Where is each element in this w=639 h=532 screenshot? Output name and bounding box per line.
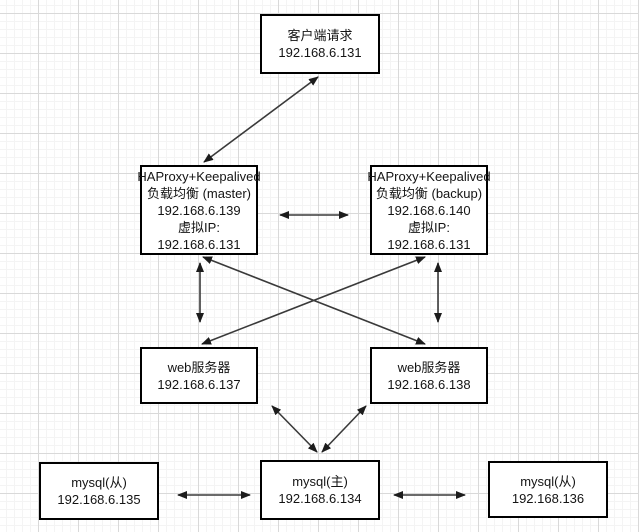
node-ip: 192.168.6.137 (157, 376, 241, 392)
node-mysql-slave-2: mysql(从) 192.168.136 (488, 461, 608, 518)
node-title: mysql(从) (71, 475, 127, 490)
node-ip: 192.168.136 (511, 490, 585, 506)
node-haproxy-backup: HAProxy+Keepalived 负载均衡 (backup) 192.168… (367, 165, 491, 255)
node-ip: 192.168.6.138 (387, 376, 471, 392)
node-mysql-slave-1: mysql(从) 192.168.6.135 (39, 462, 159, 520)
node-haproxy-master: HAProxy+Keepalived 负载均衡 (master) 192.168… (137, 165, 261, 255)
node-vip-label: 虚拟IP: (178, 219, 220, 235)
node-title: web服务器 (167, 359, 231, 375)
node-vip: 192.168.6.131 (157, 236, 241, 252)
node-ip: 192.168.6.135 (57, 492, 141, 507)
node-web-server-2: web服务器 192.168.6.138 (370, 347, 488, 404)
node-role: 负载均衡 (backup) (375, 185, 483, 201)
node-ip: 192.168.6.140 (387, 202, 471, 218)
node-ip: 192.168.6.131 (278, 45, 362, 60)
edge-web1-mysql-master (271, 405, 318, 453)
node-title: 客户端请求 (287, 28, 353, 43)
node-role: 负载均衡 (master) (146, 185, 251, 201)
node-title: mysql(从) (520, 473, 576, 489)
node-ip: 192.168.6.134 (278, 491, 362, 506)
edge-client-lb-master (203, 76, 319, 163)
edge-web2-mysql-master (321, 405, 367, 453)
node-title: mysql(主) (292, 474, 348, 489)
edge-lb-backup-web1 (201, 256, 426, 345)
node-mysql-master: mysql(主) 192.168.6.134 (260, 460, 380, 520)
node-ip: 192.168.6.139 (157, 202, 241, 218)
node-title: web服务器 (397, 359, 461, 375)
node-client-request: 客户端请求 192.168.6.131 (260, 14, 380, 74)
node-vip-label: 虚拟IP: (408, 219, 450, 235)
node-title: HAProxy+Keepalived (137, 168, 261, 184)
node-title: HAProxy+Keepalived (367, 168, 491, 184)
node-web-server-1: web服务器 192.168.6.137 (140, 347, 258, 404)
node-vip: 192.168.6.131 (387, 236, 471, 252)
